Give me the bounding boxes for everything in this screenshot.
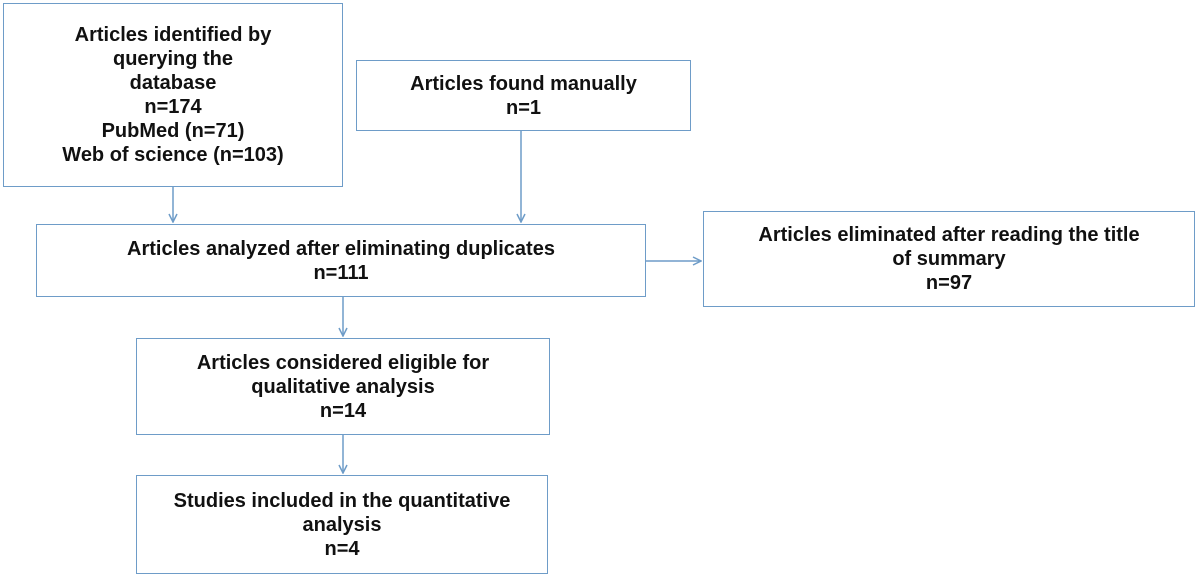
box-line: database (129, 72, 217, 94)
box-line: of summary (892, 248, 1006, 270)
box-articles-found-manually: Articles found manually n=1 (356, 60, 691, 131)
box-count: n=4 (324, 537, 360, 560)
box-count: n=97 (925, 272, 973, 294)
box-articles-identified: Articles identified by querying the data… (3, 3, 343, 187)
box-line: analysis (302, 513, 382, 536)
box-line: querying the (112, 48, 233, 70)
box-articles-eliminated: Articles eliminated after reading the ti… (703, 211, 1195, 307)
box-line: Articles identified by (74, 24, 272, 46)
box-count: n=111 (313, 261, 369, 284)
box-count: n=1 (505, 96, 542, 119)
box-line: Web of science (n=103) (62, 144, 284, 166)
box-line: PubMed (n=71) (101, 120, 245, 142)
box-articles-analyzed: Articles analyzed after eliminating dupl… (36, 224, 646, 297)
box-line: Studies included in the quantitative (173, 489, 511, 512)
box-line: Articles analyzed after eliminating dupl… (127, 237, 555, 260)
box-line: Articles considered eligible for (196, 351, 490, 374)
box-articles-eligible: Articles considered eligible for qualita… (136, 338, 550, 435)
box-line: qualitative analysis (251, 375, 435, 398)
box-count: n=174 (144, 96, 202, 118)
box-count: n=14 (319, 399, 367, 422)
box-studies-included: Studies included in the quantitative ana… (136, 475, 548, 574)
box-line: Articles found manually (410, 72, 637, 95)
box-line: Articles eliminated after reading the ti… (758, 224, 1140, 246)
